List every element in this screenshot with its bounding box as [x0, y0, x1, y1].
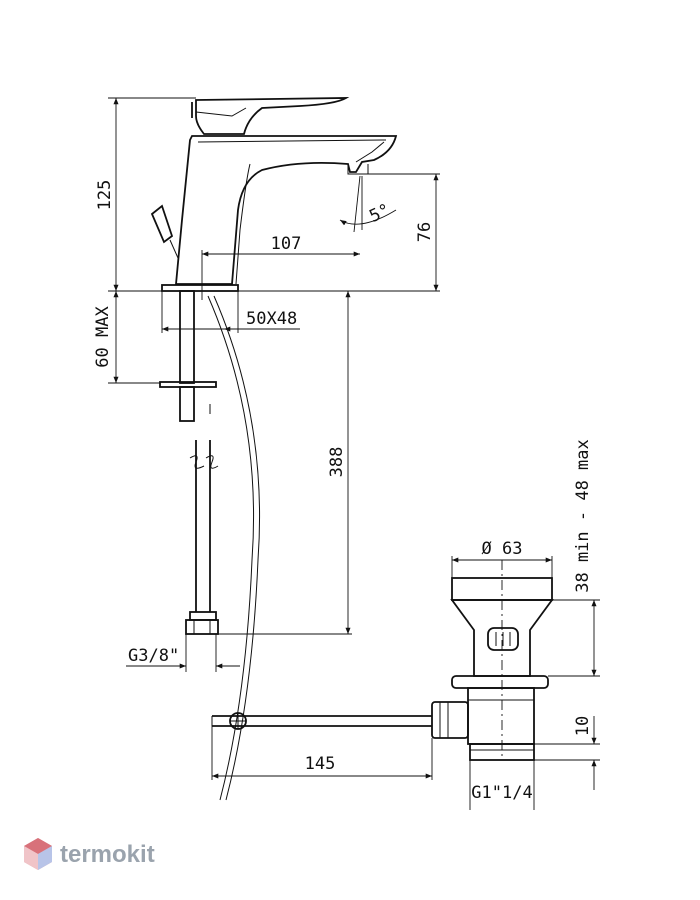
dim-label-38-48: 38 min - 48 max	[573, 439, 593, 593]
dimension-lines	[108, 97, 600, 810]
spout-angle-detail	[339, 173, 440, 233]
dim-label-125: 125	[95, 180, 115, 211]
watermark-brand: termokit	[60, 841, 155, 868]
dim-label-145: 145	[305, 754, 336, 774]
termokit-logo: termokit	[24, 838, 155, 870]
dim-label-388: 388	[327, 447, 347, 478]
faucet-body	[150, 97, 398, 292]
dim-label-60-max: 60 MAX	[93, 306, 113, 368]
dim-label-d63: Ø 63	[482, 539, 523, 559]
mounting-assembly	[159, 290, 219, 635]
dim-label-g3-8: G3/8"	[128, 646, 179, 666]
dim-label-g1-1-4: G1"1/4	[471, 783, 532, 803]
drain-assembly	[211, 560, 554, 761]
dim-label-107: 107	[271, 234, 302, 254]
dim-label-10: 10	[573, 716, 593, 736]
dim-label-76: 76	[415, 222, 435, 242]
dim-label-50x48: 50X48	[246, 309, 297, 329]
dim-label-angle: 5°	[366, 200, 393, 227]
popup-rod	[207, 295, 255, 801]
cube-icon	[24, 838, 52, 870]
